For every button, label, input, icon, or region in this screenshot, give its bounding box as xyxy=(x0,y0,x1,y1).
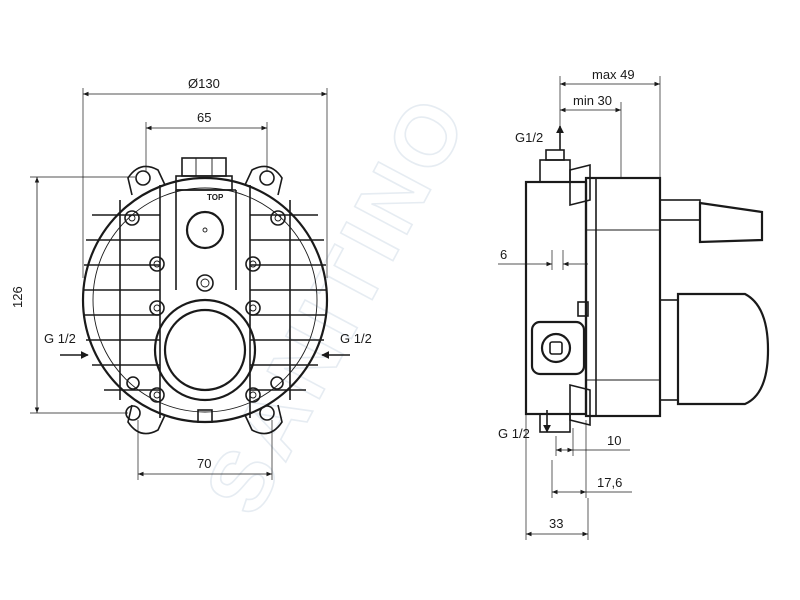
width-top-label: 65 xyxy=(197,110,211,125)
min-depth-label: min 30 xyxy=(573,93,612,108)
front-ribs xyxy=(83,185,327,418)
side-mounting-plate xyxy=(584,176,662,418)
dim-offset: 6 xyxy=(498,247,588,270)
dim-min-depth: min 30 xyxy=(560,93,622,178)
dim-diameter: Ø130 xyxy=(82,76,328,278)
side-upper-stem xyxy=(659,199,764,244)
front-view: TOP G 1/2 G 1/2 xyxy=(10,76,372,480)
top-mark: TOP xyxy=(207,193,224,202)
watermark-text: SANITINO xyxy=(187,79,487,529)
front-central-channel xyxy=(175,189,237,290)
dim-17-6: 17,6 xyxy=(551,420,632,498)
dim-33: 33 xyxy=(525,414,589,540)
diameter-label: Ø130 xyxy=(188,76,220,91)
width-bottom-label: 70 xyxy=(197,456,211,471)
max-depth-label: max 49 xyxy=(592,67,635,82)
front-central-bore-outer xyxy=(153,298,257,402)
front-upper-port xyxy=(185,210,225,250)
side-lower-cartridge xyxy=(659,292,770,406)
side-inlet-port xyxy=(530,320,586,376)
dim-width-bottom: 70 xyxy=(137,420,273,480)
height-label: 126 xyxy=(10,286,25,308)
front-central-bore-inner xyxy=(163,308,247,392)
outlet-top-label: G1/2 xyxy=(515,130,543,145)
front-small-port xyxy=(196,274,214,292)
inlet-left-label: G 1/2 xyxy=(44,331,76,346)
side-view: G1/2 G 1/2 max 49 min 30 6 xyxy=(498,67,770,540)
side-body xyxy=(524,180,588,416)
dim-10-label: 10 xyxy=(607,433,621,448)
front-mounting-lugs xyxy=(125,165,283,435)
front-body-inner-ring xyxy=(92,187,318,413)
outlet-bottom-label: G 1/2 xyxy=(498,426,530,441)
dim-10: 10 xyxy=(555,428,630,456)
offset-label: 6 xyxy=(500,247,507,262)
front-top-connection xyxy=(175,157,233,191)
dim-height: 126 xyxy=(10,176,135,414)
front-screw-bosses xyxy=(124,210,286,403)
dim-17-6-label: 17,6 xyxy=(597,475,622,490)
dim-33-label: 33 xyxy=(549,516,563,531)
dim-max-depth: max 49 xyxy=(559,67,661,178)
watermark: SANITINO xyxy=(186,78,488,530)
dim-width-top: 65 xyxy=(145,110,268,172)
inlet-right-label: G 1/2 xyxy=(340,331,372,346)
